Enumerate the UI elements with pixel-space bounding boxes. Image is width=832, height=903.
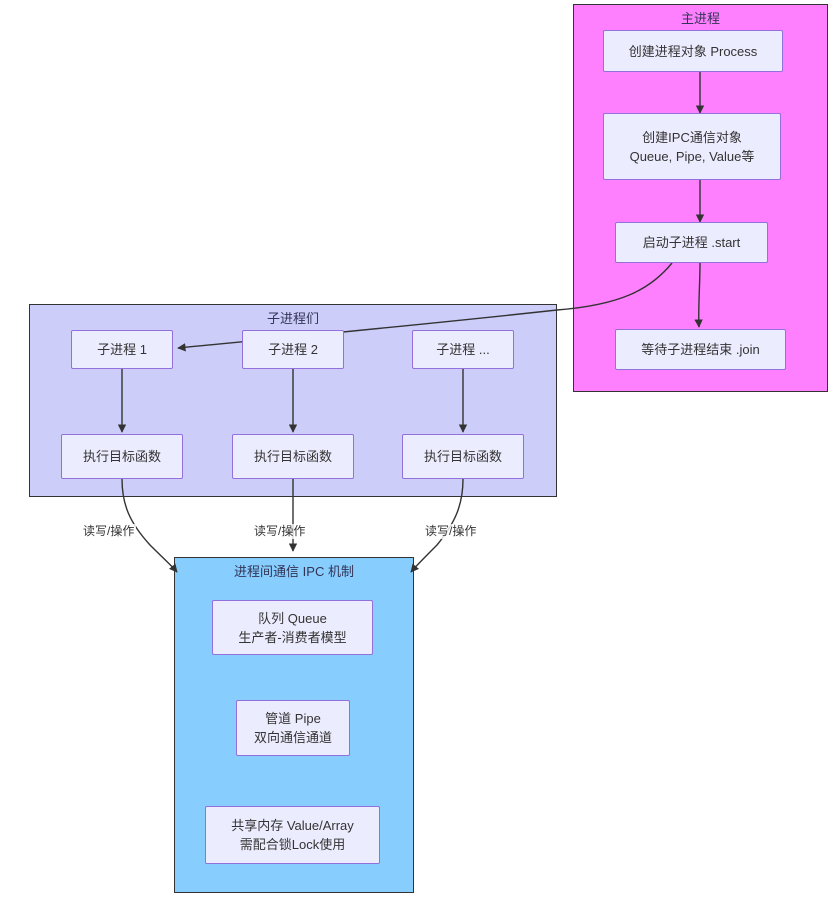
node-pipe[interactable]: 管道 Pipe 双向通信通道 bbox=[236, 700, 350, 756]
edge-label-read-write-3: 读写/操作 bbox=[423, 524, 479, 539]
node-target-function-3-label: 执行目标函数 bbox=[423, 449, 502, 464]
node-child-process-1-label: 子进程 1 bbox=[97, 342, 147, 357]
node-shared-memory-label-2: 需配合锁Lock使用 bbox=[239, 837, 346, 852]
node-create-ipc-object-label-2: Queue, Pipe, Value等 bbox=[629, 148, 755, 164]
node-child-process-n[interactable]: 子进程 ... bbox=[412, 330, 514, 369]
node-child-process-2[interactable]: 子进程 2 bbox=[242, 330, 344, 369]
node-create-process[interactable]: 创建进程对象 Process bbox=[603, 30, 783, 72]
node-start-child-process[interactable]: 启动子进程 .start bbox=[615, 222, 768, 263]
node-child-process-2-label: 子进程 2 bbox=[268, 342, 318, 357]
node-create-process-label: 创建进程对象 Process bbox=[628, 43, 758, 59]
node-pipe-label-1: 管道 Pipe bbox=[265, 711, 321, 726]
node-target-function-2-label: 执行目标函数 bbox=[253, 449, 332, 464]
cluster-child-processes-title: 子进程们 bbox=[266, 311, 319, 326]
node-shared-memory[interactable]: 共享内存 Value/Array 需配合锁Lock使用 bbox=[205, 806, 380, 864]
node-join-child-process[interactable]: 等待子进程结束 .join bbox=[615, 329, 786, 370]
node-target-function-3[interactable]: 执行目标函数 bbox=[402, 434, 524, 479]
node-child-process-1[interactable]: 子进程 1 bbox=[71, 330, 173, 369]
node-queue-label-1: 队列 Queue bbox=[258, 610, 327, 626]
node-create-ipc-object[interactable]: 创建IPC通信对象 Queue, Pipe, Value等 bbox=[603, 113, 781, 180]
node-join-child-process-label: 等待子进程结束 .join bbox=[641, 342, 760, 357]
node-shared-memory-label-1: 共享内存 Value/Array bbox=[231, 818, 354, 833]
node-pipe-label-2: 双向通信通道 bbox=[253, 730, 332, 745]
node-target-function-2[interactable]: 执行目标函数 bbox=[232, 434, 354, 479]
node-target-function-1[interactable]: 执行目标函数 bbox=[61, 434, 183, 479]
node-start-child-process-label: 启动子进程 .start bbox=[642, 235, 741, 250]
node-target-function-1-label: 执行目标函数 bbox=[82, 449, 161, 464]
node-create-ipc-object-label-1: 创建IPC通信对象 bbox=[642, 129, 742, 145]
edge-label-read-write-2: 读写/操作 bbox=[252, 524, 308, 539]
cluster-main-process-title: 主进程 bbox=[680, 11, 720, 26]
node-child-process-n-label: 子进程 ... bbox=[436, 342, 490, 357]
node-queue[interactable]: 队列 Queue 生产者-消费者模型 bbox=[212, 600, 373, 655]
edge-label-read-write-1: 读写/操作 bbox=[81, 524, 137, 539]
cluster-ipc-title: 进程间通信 IPC 机制 bbox=[234, 564, 354, 579]
node-queue-label-2: 生产者-消费者模型 bbox=[238, 629, 347, 645]
